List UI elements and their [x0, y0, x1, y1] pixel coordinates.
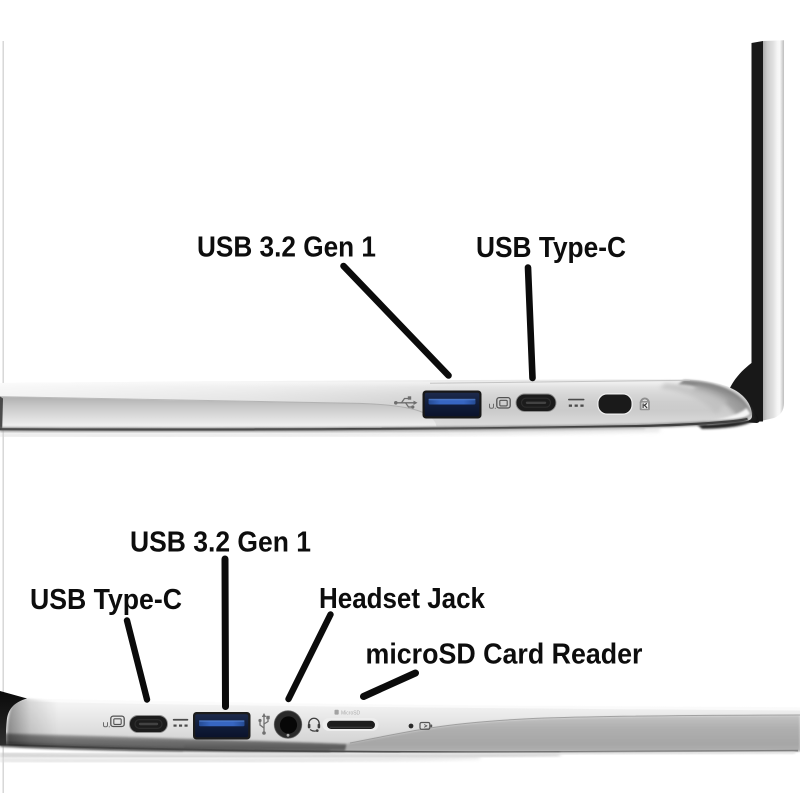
svg-text:Headset Jack: Headset Jack: [319, 583, 486, 615]
svg-text:USB 3.2 Gen 1: USB 3.2 Gen 1: [130, 527, 311, 559]
svg-text:microSD Card Reader: microSD Card Reader: [366, 639, 643, 671]
svg-text:USB Type-C: USB Type-C: [30, 584, 182, 616]
svg-text:MicroSD: MicroSD: [341, 711, 361, 717]
svg-text:USB Type-C: USB Type-C: [476, 232, 626, 264]
svg-text:USB 3.2 Gen 1: USB 3.2 Gen 1: [197, 232, 376, 264]
